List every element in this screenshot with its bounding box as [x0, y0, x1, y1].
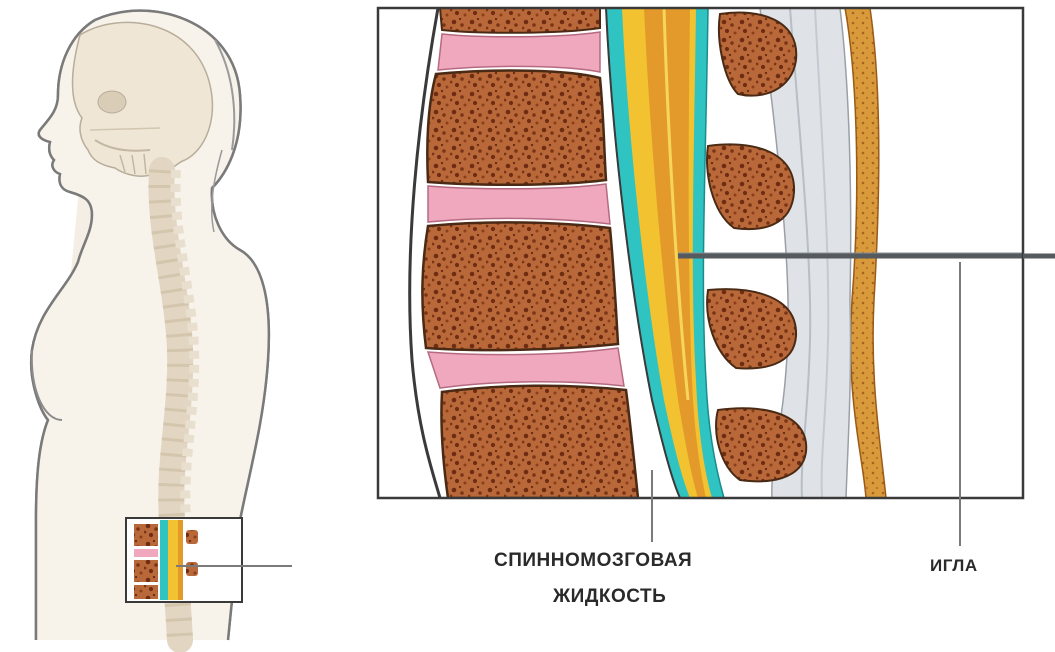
- needle-label: ИГЛА: [930, 556, 978, 576]
- zoom-panel: [378, 8, 1055, 498]
- magnifier-frame: [126, 518, 292, 602]
- needle: [678, 253, 1055, 256]
- csf-label-line2: ЖИДКОСТЬ: [553, 586, 666, 608]
- csf-label-line1: СПИННОМОЗГОВАЯ: [494, 550, 692, 572]
